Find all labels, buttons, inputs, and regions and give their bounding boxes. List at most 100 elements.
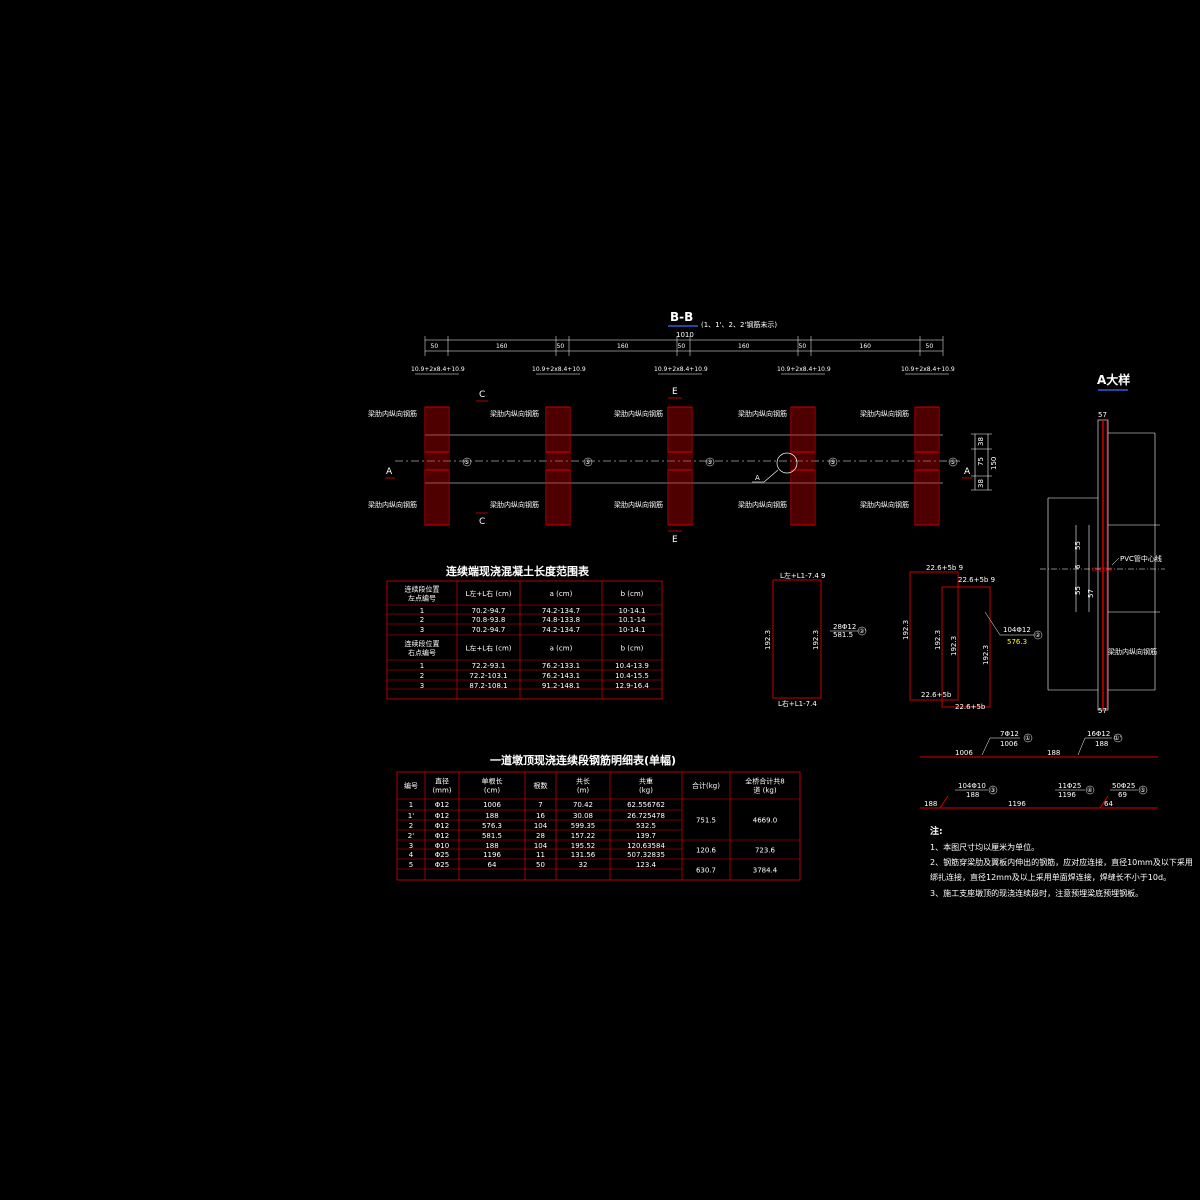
table2-cell: 4 bbox=[409, 851, 414, 859]
svg-text:7Φ12: 7Φ12 bbox=[1000, 730, 1019, 738]
svg-text:38: 38 bbox=[977, 479, 985, 488]
beam-label: 梁肋内纵向钢筋 bbox=[490, 409, 539, 418]
segment-dim: 50 bbox=[678, 343, 686, 350]
table1-cell: 70.2-94.7 bbox=[472, 626, 506, 634]
svg-text:57: 57 bbox=[1087, 589, 1095, 598]
svg-text:576.3: 576.3 bbox=[1007, 638, 1027, 646]
svg-text:188: 188 bbox=[966, 791, 979, 799]
table2-cell: Φ12 bbox=[435, 822, 449, 830]
table1-cell: 91.2-148.1 bbox=[542, 682, 580, 690]
svg-text:L右+L1-7.4: L右+L1-7.4 bbox=[778, 699, 817, 708]
table2-cell: 104 bbox=[534, 822, 548, 830]
rebar-mark-label: ⑤ bbox=[950, 459, 955, 466]
svg-text:75: 75 bbox=[977, 457, 985, 466]
svg-text:22.6+5b: 22.6+5b bbox=[955, 703, 986, 711]
table2-total: 3784.4 bbox=[753, 867, 778, 875]
table2-header: 全桥合计共8 bbox=[745, 777, 784, 786]
pier-block bbox=[914, 406, 940, 526]
total-width-dim: 1010 bbox=[676, 331, 694, 339]
svg-text:192.3: 192.3 bbox=[812, 630, 820, 650]
table2-cell: 188 bbox=[485, 842, 498, 850]
table2-cell: 195.52 bbox=[571, 842, 596, 850]
segment-dim: 50 bbox=[926, 343, 934, 350]
table1-header: a (cm) bbox=[550, 645, 573, 653]
table2-total: 4669.0 bbox=[753, 817, 778, 825]
table2-cell: 1196 bbox=[483, 851, 501, 859]
pvc-pipe bbox=[1092, 567, 1112, 572]
table2-header: 共长 bbox=[576, 777, 590, 786]
table2-header: (kg) bbox=[639, 787, 653, 795]
beam-label: 梁肋内纵向钢筋 bbox=[860, 500, 909, 509]
table1-cell: 70.2-94.7 bbox=[472, 607, 506, 615]
pier-dim-label: 10.9+2x8.4+10.9 bbox=[532, 366, 586, 373]
notes: 注: 1、本图尺寸均以厘米为单位。 2、钢筋穿梁肋及翼板内伸出的钢筋，应对应连接… bbox=[930, 825, 1193, 898]
table2-cell: 62.556762 bbox=[627, 801, 665, 809]
beam-label: 梁肋内纵向钢筋 bbox=[614, 500, 663, 509]
pier-dim-label: 10.9+2x8.4+10.9 bbox=[777, 366, 831, 373]
segment-dim: 160 bbox=[496, 343, 508, 350]
table2-cell: 532.5 bbox=[636, 822, 656, 830]
svg-text:50Φ25: 50Φ25 bbox=[1112, 782, 1135, 790]
beam-label: 梁肋内纵向钢筋 bbox=[490, 500, 539, 509]
cut-mark-e-top: E bbox=[672, 387, 678, 397]
table2-cell: 32 bbox=[579, 861, 588, 869]
rebar-mark bbox=[948, 457, 958, 467]
note-item: 3、施工支座墩顶的现浇连续段时，注意预埋梁底预埋钢板。 bbox=[930, 888, 1143, 898]
cut-mark-c-top: C bbox=[479, 390, 485, 400]
svg-text:1196: 1196 bbox=[1058, 791, 1076, 799]
note-item: 绑扎连接，直径12mm及以上采用单面焊连接，焊缝长不小于10d。 bbox=[930, 872, 1171, 882]
section-mark-left: A bbox=[386, 467, 393, 477]
rebar-mark-label: ⑤ bbox=[464, 459, 469, 466]
table2-cell: Φ25 bbox=[435, 861, 449, 869]
table2-header: (cm) bbox=[484, 787, 500, 795]
table1-cell: 70.8-93.8 bbox=[472, 616, 506, 624]
beam-label: 梁肋内纵向钢筋 bbox=[614, 409, 663, 418]
table2-cell: 576.3 bbox=[482, 822, 502, 830]
table2-cell: 50 bbox=[536, 861, 545, 869]
svg-text:1006: 1006 bbox=[1000, 740, 1018, 748]
table2-header: 合计(kg) bbox=[692, 781, 720, 790]
table2-cell: Φ25 bbox=[435, 851, 449, 859]
note-item: 1、本图尺寸均以厘米为单位。 bbox=[930, 842, 1039, 852]
table2-cell: 581.5 bbox=[482, 832, 502, 840]
svg-text:②: ② bbox=[1035, 632, 1041, 639]
rebar-mark bbox=[462, 457, 472, 467]
table2-cell: Φ10 bbox=[435, 842, 449, 850]
detail-leader bbox=[763, 469, 779, 483]
rebar-shape-2: 22.6+5b 9 22.6+5b 9 192.3 192.3 192.3 19… bbox=[902, 564, 1043, 711]
segment-dim: 160 bbox=[617, 343, 629, 350]
table2-cell: 188 bbox=[485, 812, 498, 820]
svg-text:1196: 1196 bbox=[1008, 800, 1026, 808]
svg-text:28Φ12: 28Φ12 bbox=[833, 623, 856, 631]
table1-cell: 74.2-134.7 bbox=[542, 607, 580, 615]
table2-sum: 751.5 bbox=[696, 817, 716, 825]
table1-cell: 10.1-14 bbox=[618, 616, 646, 624]
segment-dim: 50 bbox=[799, 343, 807, 350]
svg-text:④: ④ bbox=[1087, 787, 1092, 794]
section-mark-right: A bbox=[964, 467, 971, 477]
svg-text:③: ③ bbox=[990, 787, 995, 794]
table1-cell: 1 bbox=[420, 662, 424, 670]
table2-header: (mm) bbox=[432, 787, 451, 795]
table1-cell: 2 bbox=[420, 616, 424, 624]
table2-cell: 28 bbox=[536, 832, 545, 840]
table2-cell: 30.08 bbox=[573, 812, 593, 820]
table1-header: 左点编号 bbox=[408, 594, 436, 603]
table1-cell: 1 bbox=[420, 607, 424, 615]
table2-cell: 131.56 bbox=[571, 851, 596, 859]
svg-text:11Φ25: 11Φ25 bbox=[1058, 782, 1081, 790]
table2-cell: Φ12 bbox=[435, 801, 449, 809]
segment-dim: 160 bbox=[860, 343, 872, 350]
cut-mark-c-bottom: C bbox=[479, 517, 485, 527]
svg-text:57: 57 bbox=[1098, 707, 1107, 715]
rebar-mark bbox=[583, 457, 593, 467]
svg-text:581.5: 581.5 bbox=[833, 631, 853, 639]
table1-cell: 10.4-15.5 bbox=[615, 672, 649, 680]
table1-cell: 12.9-16.4 bbox=[615, 682, 649, 690]
table1-header: 右点编号 bbox=[408, 648, 436, 657]
table1-cell: 2 bbox=[420, 672, 424, 680]
table2-cell: 11 bbox=[536, 851, 545, 859]
